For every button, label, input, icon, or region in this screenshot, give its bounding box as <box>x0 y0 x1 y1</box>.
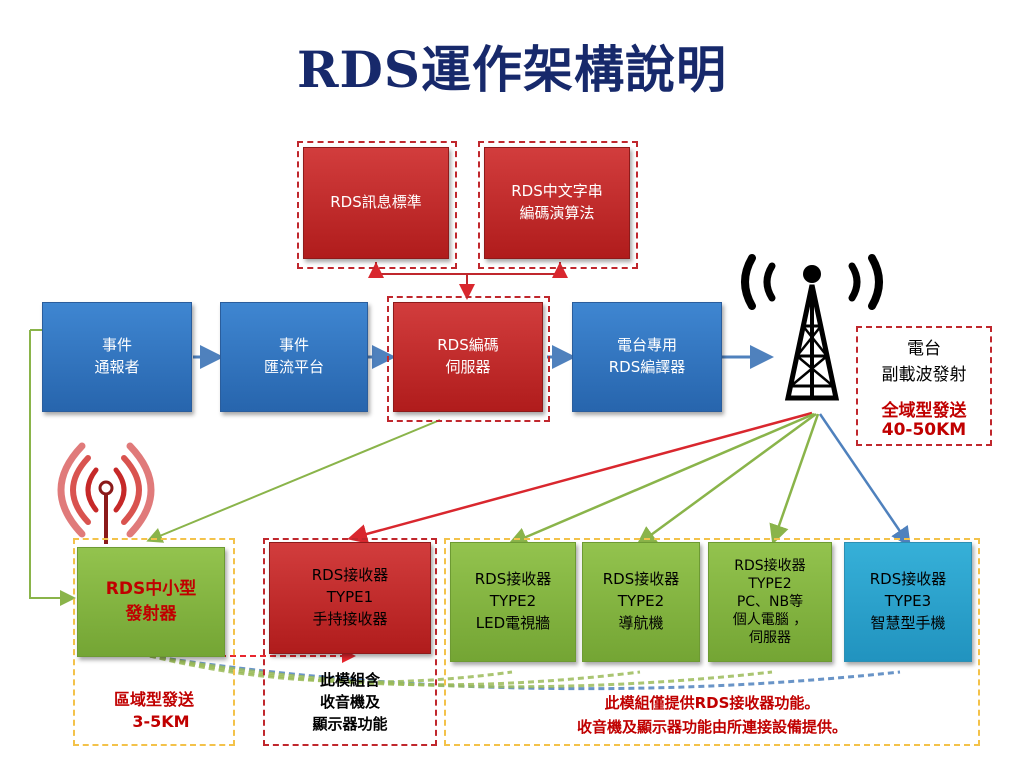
module-note: 此模組含 收音機及 顯示器功能 <box>312 671 388 733</box>
small-antenna-icon <box>57 442 155 544</box>
event-platform-label: 事件 匯流平台 <box>263 336 324 376</box>
box-event-reporter: 事件 通報者 <box>42 302 192 412</box>
local-broadcast-arc-green <box>149 654 773 689</box>
receiver-type1-label: RDS接收器 TYPE1 手持接收器 <box>311 566 389 628</box>
broadcast-type1 <box>347 411 813 544</box>
frame-transmitter-region <box>73 538 235 746</box>
broadcast-type3 <box>818 413 911 548</box>
line-reporter-transmitter <box>29 330 76 606</box>
receiver-led-label: RDS接收器 TYPE2 LED電視牆 <box>474 570 552 632</box>
box-receiver-led: RDS接收器 TYPE2 LED電視牆 <box>450 542 576 662</box>
station-line2: 副載波發射 <box>881 365 967 385</box>
station-encoder-label: 電台專用 RDS編譯器 <box>608 336 686 376</box>
frame-type1-region <box>263 538 437 746</box>
event-reporter-label: 事件 通報者 <box>94 336 140 376</box>
box-receiver-pc: RDS接收器 TYPE2 PC、NB等 個人電腦 ， 伺服器 <box>708 542 832 662</box>
frame-rds-standard <box>297 141 457 269</box>
station-line3: 全域型發送 <box>881 401 967 421</box>
broadcast-pc <box>769 413 820 545</box>
broadcast-led <box>507 412 815 547</box>
frame-station-info <box>856 326 992 446</box>
provide-note-line2: 收音機及顯示器功能由所連接設備提供。 <box>576 718 847 736</box>
station-line4: 40-50KM <box>881 420 967 440</box>
receiver-type3-label: RDS接收器 TYPE3 智慧型手機 <box>869 570 947 632</box>
transmitter-range-line1: 區域型發送 <box>113 690 194 709</box>
box-station-encoder: 電台專用 RDS編譯器 <box>572 302 722 412</box>
chinese-encoding-label: RDS中文字串 編碼演算法 <box>511 182 603 222</box>
page-title: RDS運作架構說明 <box>296 40 728 99</box>
rds-standard-label: RDS訊息標準 <box>330 193 422 212</box>
local-broadcast-arc-green2 <box>149 654 641 687</box>
box-small-transmitter: RDS中小型 發射器 <box>77 547 225 657</box>
box-receiver-type1: RDS接收器 TYPE1 手持接收器 <box>269 542 431 654</box>
broadcast-tower-icon <box>741 254 883 401</box>
box-rds-encoder-server: RDS編碼 伺服器 <box>393 302 543 412</box>
receiver-pc-label: RDS接收器 TYPE2 PC、NB等 個人電腦 ， 伺服器 <box>732 557 808 647</box>
receiver-nav-label: RDS接收器 TYPE2 導航機 <box>602 570 680 632</box>
small-transmitter-label: RDS中小型 發射器 <box>105 579 197 624</box>
frame-chinese-encoding <box>478 141 638 269</box>
box-event-platform: 事件 匯流平台 <box>220 302 368 412</box>
broadcast-nav <box>635 412 817 546</box>
box-receiver-nav: RDS接收器 TYPE2 導航機 <box>582 542 700 662</box>
frame-receivers-region <box>444 538 980 746</box>
box-receiver-type3: RDS接收器 TYPE3 智慧型手機 <box>844 542 972 662</box>
frame-encoder-server <box>387 296 550 422</box>
box-chinese-encoding: RDS中文字串 編碼演算法 <box>484 147 630 259</box>
provide-note-line1: 此模組僅提供RDS接收器功能。 <box>604 694 820 712</box>
line-encoder-transmitter <box>146 419 441 543</box>
transmitter-range-line2: 3-5KM <box>132 712 190 731</box>
station-line1: 電台 <box>907 339 941 359</box>
box-rds-standard: RDS訊息標準 <box>303 147 449 259</box>
rds-encoder-server-label: RDS編碼 伺服器 <box>437 336 499 376</box>
local-broadcast-arc-green3 <box>149 654 513 684</box>
